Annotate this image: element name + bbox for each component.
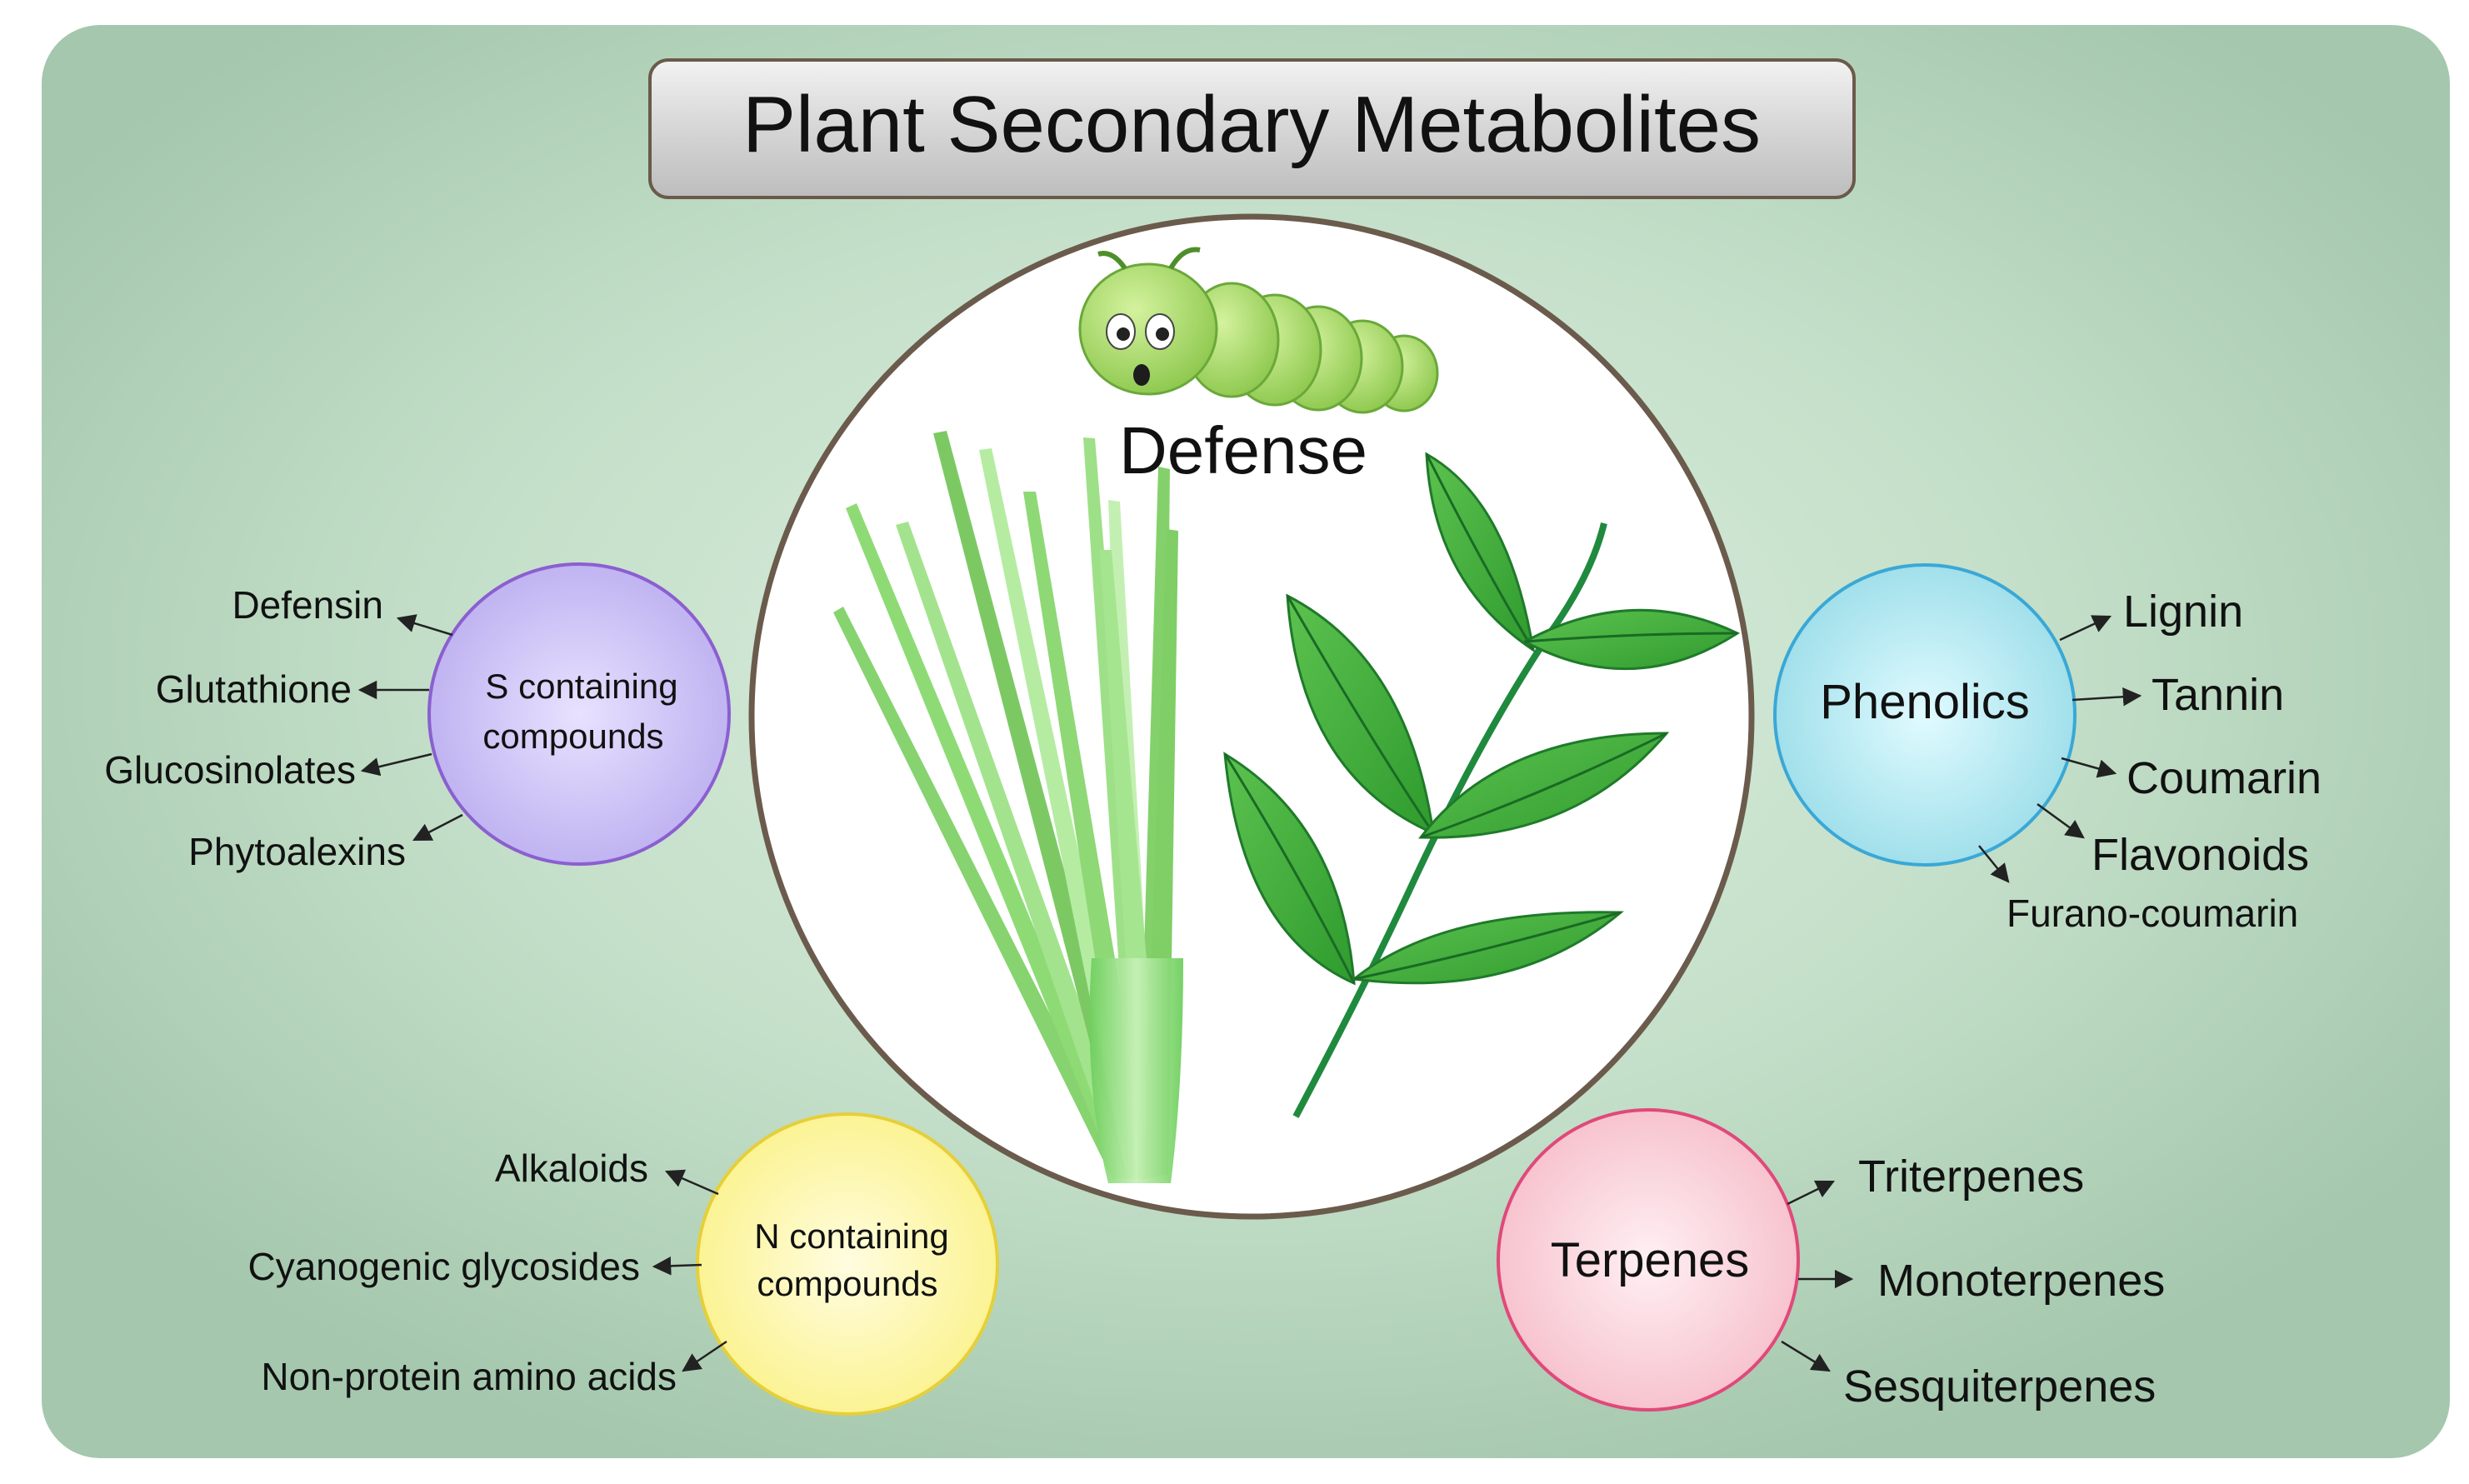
phenolics-hub: Phenolics [1773, 563, 2077, 867]
leaf-branch-illustration [1223, 452, 1741, 1118]
s-hub-line2: compounds [482, 717, 663, 756]
s-hub-line1: S containing [485, 667, 677, 706]
phenolics-item-0: Lignin [2123, 587, 2243, 637]
title-box: Plant Secondary Metabolites [648, 58, 1856, 199]
caterpillar-icon [1078, 247, 1439, 414]
n-containing-hub: N containing compounds [696, 1112, 999, 1416]
terpenes-hub-label: Terpenes [1551, 1233, 1750, 1287]
defense-label: Defense [1119, 413, 1367, 487]
s-containing-hub: S containing compounds [427, 562, 731, 866]
terpenes-item-0: Triterpenes [1858, 1152, 2084, 1202]
grass-illustration [833, 431, 1183, 1183]
n-item-2: Non-protein amino acids [261, 1355, 677, 1398]
s-item-2: Glucosinolates [104, 748, 356, 792]
n-item-0: Alkaloids [495, 1147, 648, 1190]
phenolics-item-4: Furano-coumarin [2007, 892, 2298, 935]
terpenes-item-2: Sesquiterpenes [1843, 1362, 2156, 1412]
phenolics-hub-label: Phenolics [1820, 675, 2029, 729]
terpenes-item-1: Monoterpenes [1877, 1256, 2165, 1306]
s-item-3: Phytoalexins [188, 830, 406, 873]
page-title: Plant Secondary Metabolites [742, 80, 1761, 169]
n-hub-line1: N containing [754, 1217, 948, 1256]
n-item-1: Cyanogenic glycosides [248, 1245, 641, 1288]
phenolics-item-1: Tannin [2152, 670, 2284, 720]
s-item-0: Defensin [232, 583, 383, 627]
terpenes-hub: Terpenes [1497, 1108, 1800, 1412]
s-item-1: Glutathione [156, 667, 352, 711]
n-hub-line2: compounds [757, 1264, 937, 1303]
phenolics-item-2: Coumarin [2127, 753, 2322, 803]
phenolics-item-3: Flavonoids [2092, 830, 2309, 880]
